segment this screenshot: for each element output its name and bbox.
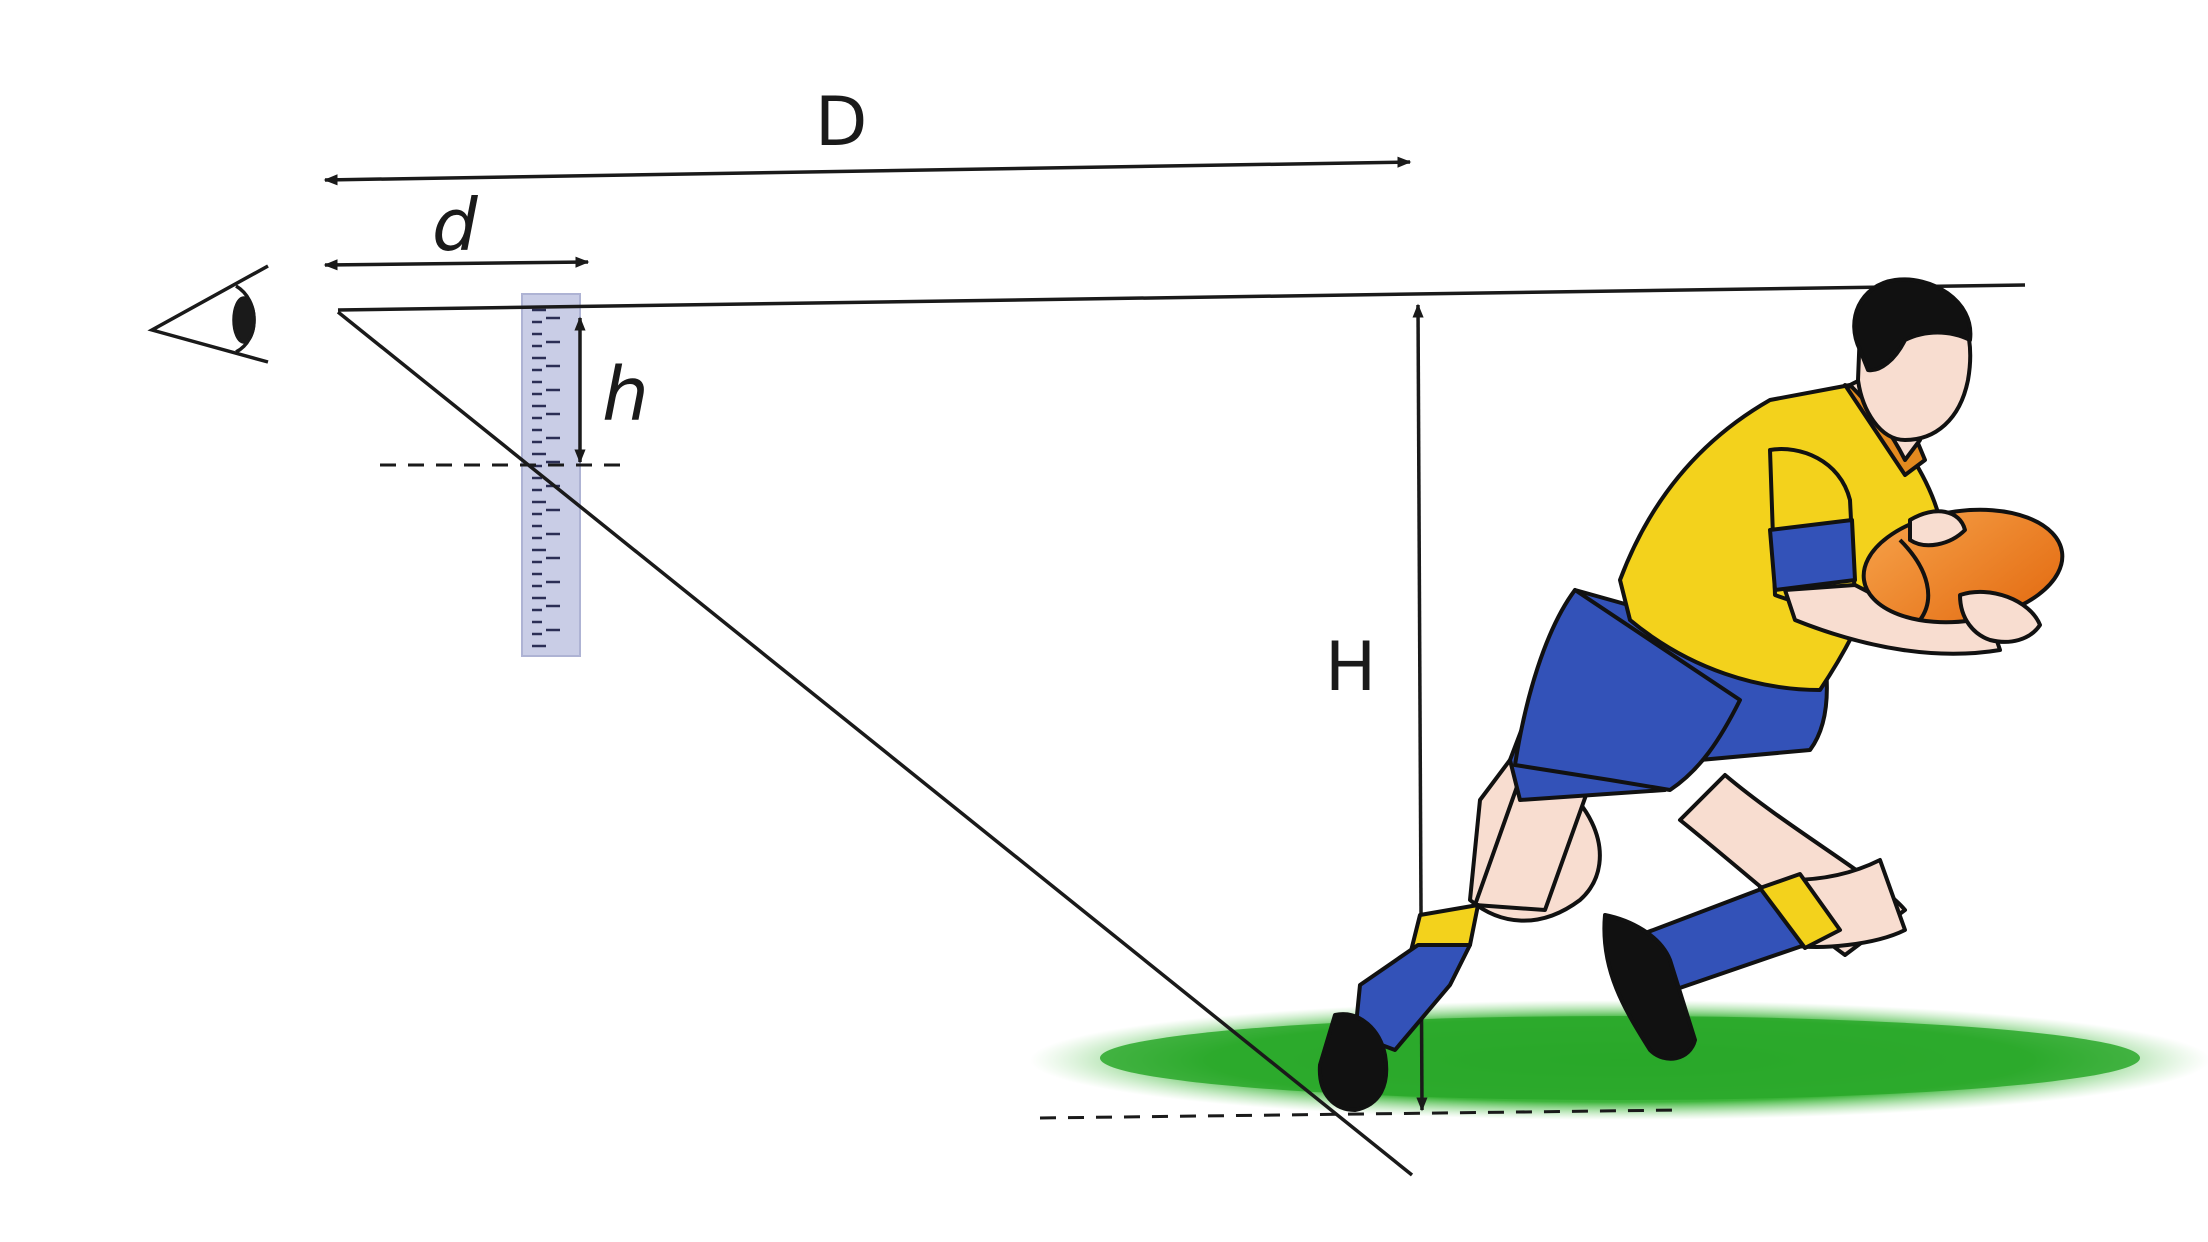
label-D: D — [815, 83, 867, 162]
label-h: h — [602, 352, 649, 438]
distance-d-arrow — [323, 256, 590, 271]
label-H: H — [1325, 628, 1376, 707]
distance-D-arrow — [323, 156, 1412, 186]
ruler-icon — [521, 293, 581, 657]
rugby-player-icon — [1317, 277, 2065, 1112]
horizontal-sight-line — [337, 283, 2026, 312]
sight-lines — [336, 283, 2026, 1177]
oblique-sight-line — [336, 310, 1414, 1177]
grass-patch — [1030, 1000, 2208, 1120]
ground-reference-line — [1039, 1108, 1681, 1120]
dimension-arrows — [323, 156, 1428, 1112]
label-d: d — [432, 183, 479, 267]
eye-icon — [147, 264, 269, 364]
